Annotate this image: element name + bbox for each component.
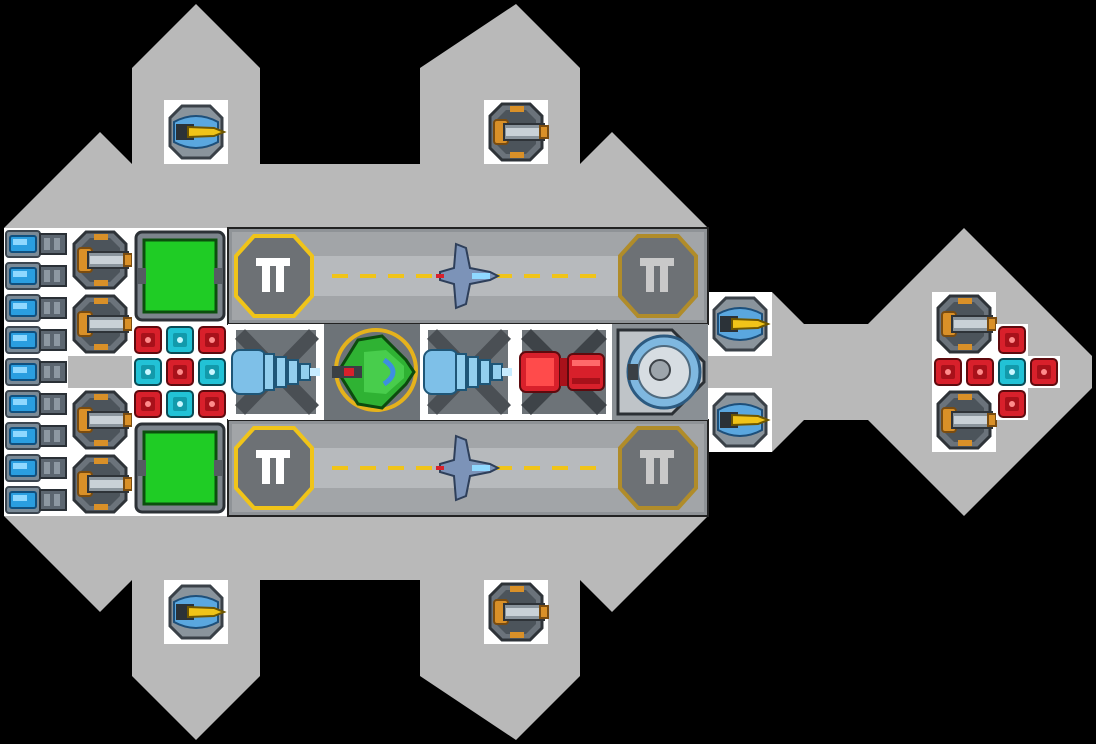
power-cell-icon[interactable] bbox=[163, 387, 197, 421]
power-cell-icon[interactable] bbox=[931, 355, 965, 389]
missile-launcher-icon[interactable] bbox=[706, 290, 774, 358]
cannon-turret-icon[interactable] bbox=[930, 386, 998, 454]
thruster-icon[interactable] bbox=[3, 259, 69, 293]
blue-engine[interactable] bbox=[420, 324, 516, 420]
thruster-icon[interactable] bbox=[3, 451, 69, 485]
red-engine[interactable] bbox=[516, 324, 612, 420]
cannon-turret-icon[interactable] bbox=[66, 386, 134, 454]
power-cell-icon[interactable] bbox=[995, 387, 1029, 421]
power-cell-icon[interactable] bbox=[963, 355, 997, 389]
power-cell-icon[interactable] bbox=[995, 355, 1029, 389]
hangar-bay[interactable] bbox=[226, 226, 710, 326]
cannon-turret-icon[interactable] bbox=[66, 226, 134, 294]
power-cell-icon[interactable] bbox=[163, 355, 197, 389]
cargo-hold[interactable] bbox=[130, 418, 230, 518]
power-cell-icon[interactable] bbox=[1027, 355, 1061, 389]
cargo-hold[interactable] bbox=[130, 226, 230, 326]
power-cell-icon[interactable] bbox=[131, 355, 165, 389]
power-cell-icon[interactable] bbox=[131, 387, 165, 421]
blue-engine[interactable] bbox=[228, 324, 324, 420]
thruster-icon[interactable] bbox=[3, 227, 69, 261]
thruster-icon[interactable] bbox=[3, 323, 69, 357]
power-cell-grid bbox=[131, 323, 229, 421]
thruster-icon[interactable] bbox=[3, 291, 69, 325]
thruster-icon[interactable] bbox=[3, 355, 69, 389]
cannon-turret-icon[interactable] bbox=[66, 290, 134, 358]
missile-launcher-icon[interactable] bbox=[706, 386, 774, 454]
power-cell-icon[interactable] bbox=[195, 387, 229, 421]
hangar-bay[interactable] bbox=[226, 418, 710, 518]
cannon-turret-icon[interactable] bbox=[482, 578, 550, 646]
cannon-turret-icon[interactable] bbox=[482, 98, 550, 166]
cannon-turret-icon[interactable] bbox=[66, 450, 134, 518]
thruster-icon[interactable] bbox=[3, 483, 69, 517]
power-cell-icon[interactable] bbox=[163, 323, 197, 357]
cockpit[interactable] bbox=[324, 324, 420, 420]
power-cell-icon[interactable] bbox=[995, 323, 1029, 357]
thruster-icon[interactable] bbox=[3, 419, 69, 453]
power-cell-icon[interactable] bbox=[131, 323, 165, 357]
cannon-turret-icon[interactable] bbox=[930, 290, 998, 358]
missile-launcher-icon[interactable] bbox=[162, 578, 230, 646]
thruster-array bbox=[3, 227, 69, 517]
shield-dome-icon[interactable] bbox=[610, 322, 710, 422]
missile-launcher-icon[interactable] bbox=[162, 98, 230, 166]
power-cell-icon[interactable] bbox=[195, 323, 229, 357]
thruster-icon[interactable] bbox=[3, 387, 69, 421]
power-cell-icon[interactable] bbox=[195, 355, 229, 389]
